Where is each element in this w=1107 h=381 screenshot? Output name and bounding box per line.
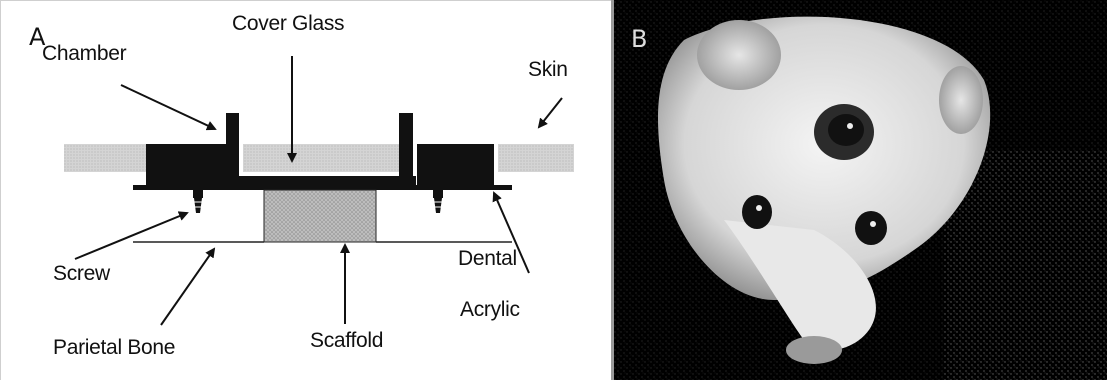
panel-b-letter: B bbox=[631, 27, 647, 51]
panel-b-photo: B bbox=[614, 0, 1107, 380]
label-chamber: Chamber bbox=[42, 43, 126, 64]
rat-eye-left bbox=[742, 195, 772, 229]
label-acrylic: Acrylic bbox=[460, 299, 520, 320]
label-screw: Screw bbox=[53, 263, 110, 284]
arrow-parietal-bone bbox=[161, 249, 214, 325]
rat-eye-right bbox=[855, 211, 887, 245]
label-cover-glass: Cover Glass bbox=[232, 13, 344, 34]
scaffold bbox=[264, 190, 376, 242]
screw-right bbox=[433, 190, 443, 213]
arrow-skin bbox=[539, 98, 562, 127]
rat-ear-left bbox=[697, 20, 781, 90]
rat-ear-right bbox=[939, 66, 983, 134]
screw-left bbox=[193, 190, 203, 213]
label-parietal-bone: Parietal Bone bbox=[53, 337, 175, 358]
cover-glass bbox=[231, 176, 416, 185]
panel-a-schematic: A Chamber Cover Glass Skin Screw Dental … bbox=[0, 0, 611, 380]
base-plate bbox=[133, 185, 512, 190]
arrow-screw bbox=[75, 213, 187, 259]
label-skin: Skin bbox=[528, 59, 568, 80]
label-dental: Dental bbox=[458, 248, 517, 269]
chamber-left-body bbox=[146, 144, 239, 187]
chamber-right-wall bbox=[399, 113, 414, 187]
arrow-chamber bbox=[121, 85, 215, 129]
chamber-left-wall bbox=[226, 113, 241, 187]
label-scaffold: Scaffold bbox=[310, 330, 383, 351]
rat-photo bbox=[614, 0, 1107, 380]
